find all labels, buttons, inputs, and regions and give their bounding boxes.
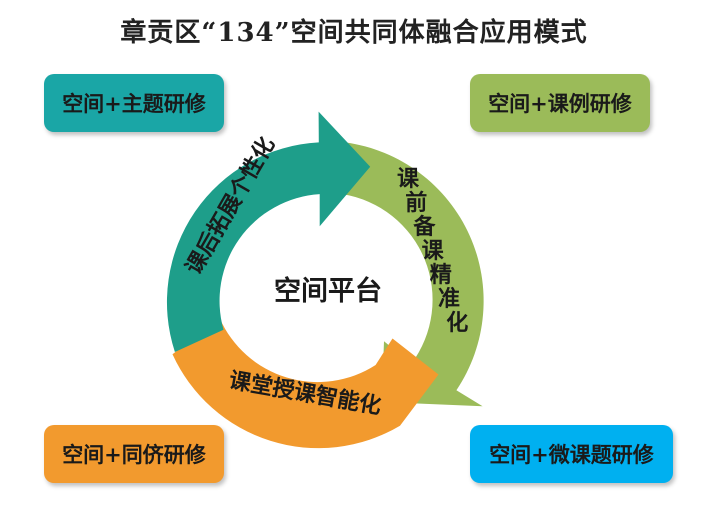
box-lesson-study-label: 空间+课例研修 <box>488 91 632 116</box>
box-lesson-study: 空间+课例研修 <box>470 74 650 132</box>
box-micro-topic-study: 空间+微课题研修 <box>470 425 673 483</box>
segment-right-char: 前 <box>405 190 427 216</box>
segment-right-char: 化 <box>446 310 468 336</box>
segment-smart-teaching <box>172 318 439 449</box>
segment-precise-prep <box>342 142 484 407</box>
page-title: 章贡区“134”空间共同体融合应用模式 <box>120 18 588 48</box>
segment-right-char: 课 <box>397 166 420 192</box>
segment-right-char: 课 <box>422 238 445 264</box>
segment-personalized-extension <box>166 111 371 352</box>
segment-right-text: 课前备课精准化 <box>397 166 468 336</box>
segment-right-char: 备 <box>412 214 436 240</box>
segment-right-char: 准 <box>438 286 460 312</box>
center-label: 空间平台 <box>274 275 382 307</box>
box-peer-study: 空间+同侪研修 <box>44 425 224 483</box>
box-theme-study-label: 空间+主题研修 <box>62 91 206 116</box>
box-theme-study: 空间+主题研修 <box>44 74 224 132</box>
box-peer-study-label: 空间+同侪研修 <box>62 442 206 467</box>
box-micro-topic-study-label: 空间+微课题研修 <box>489 442 654 467</box>
segment-right-label: 课前备课精准化 <box>397 166 468 336</box>
segment-right-char: 精 <box>430 262 452 288</box>
